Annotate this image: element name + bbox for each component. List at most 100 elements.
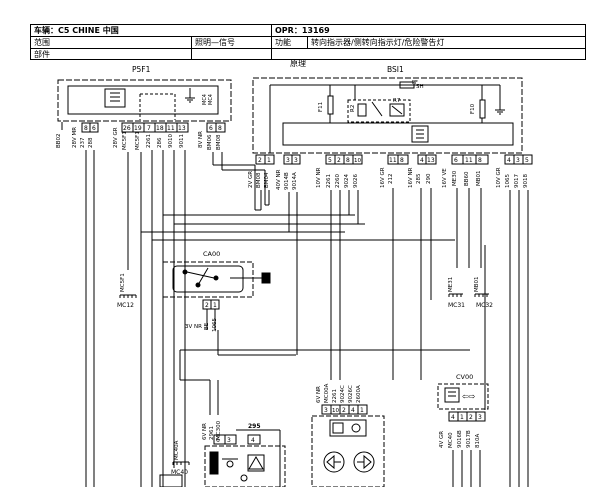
bsi-spec-7: 10V GR xyxy=(496,167,502,188)
bsi-spec-6: 16V VE xyxy=(442,168,448,188)
range-label: 范围 xyxy=(34,38,50,47)
cv00-arrows-icon: ⇦⇨ xyxy=(462,392,476,401)
bsi-wire-1b: BM04 xyxy=(264,172,270,188)
bsi-wire-2b: 9014A xyxy=(292,172,298,190)
bsi-pin-5a: 4 xyxy=(420,157,424,164)
p5f1-wire-a-1: 237 xyxy=(80,137,86,148)
display-pin-5: 1 xyxy=(360,407,364,414)
mc12-code: MC12 xyxy=(117,302,134,309)
p5f1-spec-c: 8V NR xyxy=(198,131,204,148)
bsi-wire-7a: 1065 xyxy=(505,174,511,188)
cv00-pin-2: 1 xyxy=(460,414,464,421)
bsi-wire-6b: BB60 xyxy=(464,171,470,186)
bsi1-label: BSI1 xyxy=(387,65,404,74)
key-icon xyxy=(261,272,271,284)
right-arrow-button-icon xyxy=(353,451,375,473)
cv00-wire-3: 9017B xyxy=(466,430,472,448)
ca00-spec: 3V NR xyxy=(185,324,202,330)
display-wire-4: 9026C xyxy=(348,385,354,403)
bsi-pin-2a: 3 xyxy=(286,157,290,164)
bsi-wire-3b: 2260 xyxy=(335,174,341,188)
bsi-pin-1b: 1 xyxy=(267,157,271,164)
part-label: 部件 xyxy=(34,50,50,59)
relay-r2-label: R2 xyxy=(350,105,356,112)
display-pin-4: 4 xyxy=(351,407,355,414)
display-spec: 6V NR xyxy=(316,386,322,403)
mc5f1-ground: MC5F1 MC12 xyxy=(117,273,137,309)
mc32-code: MC32 xyxy=(476,302,493,309)
ca00-label: CA00 xyxy=(203,250,220,258)
part-blank-1 xyxy=(191,49,271,60)
p5f1-wire-b-5: 9010 xyxy=(168,134,174,148)
bsi-pin-3b: 2 xyxy=(337,157,341,164)
bsi-wire-5b: 290 xyxy=(426,173,432,184)
bsi-wires xyxy=(179,165,529,487)
bsi-pin-7c: 5 xyxy=(525,157,529,164)
fuse-f10-label: F10 xyxy=(470,103,476,114)
p5f1-pin-b-3: 7 xyxy=(147,125,151,132)
p5f1-wire-b-4: 286 xyxy=(157,137,163,148)
title-block: 车辆：C5 CHINE 中国 OPR：13169 范围 照明—信号 功能 转向指… xyxy=(30,24,586,60)
module-hazard: 6V NR 2961 MC300 295 6 3 4 xyxy=(202,380,286,487)
title-row-1: 车辆：C5 CHINE 中国 OPR：13169 xyxy=(31,25,585,37)
p5f1-wire-b-1: MC5F1 xyxy=(122,131,128,150)
bsi-sh-label: SH xyxy=(416,84,424,90)
bsi-wire-7c: 9018 xyxy=(523,174,529,188)
cv00-pin-4: 3 xyxy=(478,414,482,421)
module-p5f1: P5F1 MC4 MC4 xyxy=(57,65,232,122)
cv00-wire-2: 9016B xyxy=(457,430,463,448)
mc40a-code: MC40A xyxy=(174,440,180,460)
bsi-pin-6a: 6 xyxy=(454,157,458,164)
bsi-pin-3c: 8 xyxy=(346,157,350,164)
bsi-spec-3: 10V NR xyxy=(316,167,322,188)
sheet-label: 照明—信号 xyxy=(191,37,271,48)
p5f1-wire-b-6: 9011 xyxy=(179,134,185,148)
bsi-wire-3d: 9026 xyxy=(353,174,359,188)
opr-label: OPR：13169 xyxy=(271,25,587,36)
p5f1-pin-b-2: 19 xyxy=(134,125,142,132)
mb01-code: MB01 xyxy=(474,276,480,292)
bsi-wire-5a: 285 xyxy=(416,173,422,184)
bsi-wire-4a: 212 xyxy=(388,174,394,185)
cv00-pin-1: 4 xyxy=(451,414,455,421)
mc5f1-code: MC5F1 xyxy=(120,273,126,292)
hazard-triangle-icon xyxy=(248,456,264,470)
module-display: 6V NR MC00A 2261 9024C 9026C 2600A 3 10 … xyxy=(311,383,385,487)
bsi-spec-2: 40V NR xyxy=(276,169,282,190)
display-wire-5: 2600A xyxy=(356,385,362,403)
vehicle-label: 车辆：C5 CHINE 中国 xyxy=(34,26,119,35)
p5f1-pin-b-5: 11 xyxy=(167,125,175,132)
bsi-pf-label: PF xyxy=(412,80,418,86)
module-bsi1: BSI1 F11 F10 R2 R7 SH xyxy=(252,65,523,154)
bsi-wire-7b: 9017 xyxy=(514,174,520,188)
bsi-wire-6a: ME30 xyxy=(452,170,458,186)
p5f1-mc4-code: MC4 xyxy=(202,94,208,105)
ground-mc31: ME31 MC31 xyxy=(448,277,465,309)
module-ca00: CA00 2 1 3V NR BE 1065 xyxy=(162,250,271,332)
bsi-spec-1: 2V GR xyxy=(248,171,254,188)
bsi-pin-6c: 8 xyxy=(478,157,482,164)
ground-mc32: MB01 MC32 xyxy=(474,276,493,309)
p5f1-label: P5F1 xyxy=(132,65,151,74)
bsi-spec-4: 16V GR xyxy=(380,167,386,188)
bsi-spec-5: 16V NR xyxy=(408,167,414,188)
p5f1-connector: 8 6 26 19 7 18 11 13 6 8 28V MR 237 288 … xyxy=(72,122,226,150)
bsi-wire-2a: 9014B xyxy=(284,172,290,190)
bb02-code: BB02 xyxy=(56,133,62,148)
p5f1-wires xyxy=(85,150,455,487)
p5f1-wire-b-2: MC5F1 xyxy=(135,131,141,150)
bsi-pin-5b: 13 xyxy=(427,157,435,164)
title-row-2: 范围 照明—信号 功能 转向指示器/侧转向指示灯/危险警告灯 xyxy=(31,37,585,49)
p5f1-mc4b-code: MC4 xyxy=(208,94,214,105)
p5f1-wire-c-2: BM08 xyxy=(216,134,222,150)
bsi-pin-1a: 2 xyxy=(258,157,262,164)
cv00-wire-1: MC40 xyxy=(448,432,454,448)
cv00-pin-3: 2 xyxy=(469,414,473,421)
bsi-pin-7a: 4 xyxy=(507,157,511,164)
fuse-f11-label: F11 xyxy=(318,102,324,112)
hazard-pin-3: 4 xyxy=(251,437,255,444)
display-pin-2: 10 xyxy=(332,408,339,414)
p5f1-spec-a: 28V MR xyxy=(72,127,78,148)
bsi-pin-2b: 3 xyxy=(294,157,298,164)
bsi-pin-6b: 11 xyxy=(465,157,473,164)
